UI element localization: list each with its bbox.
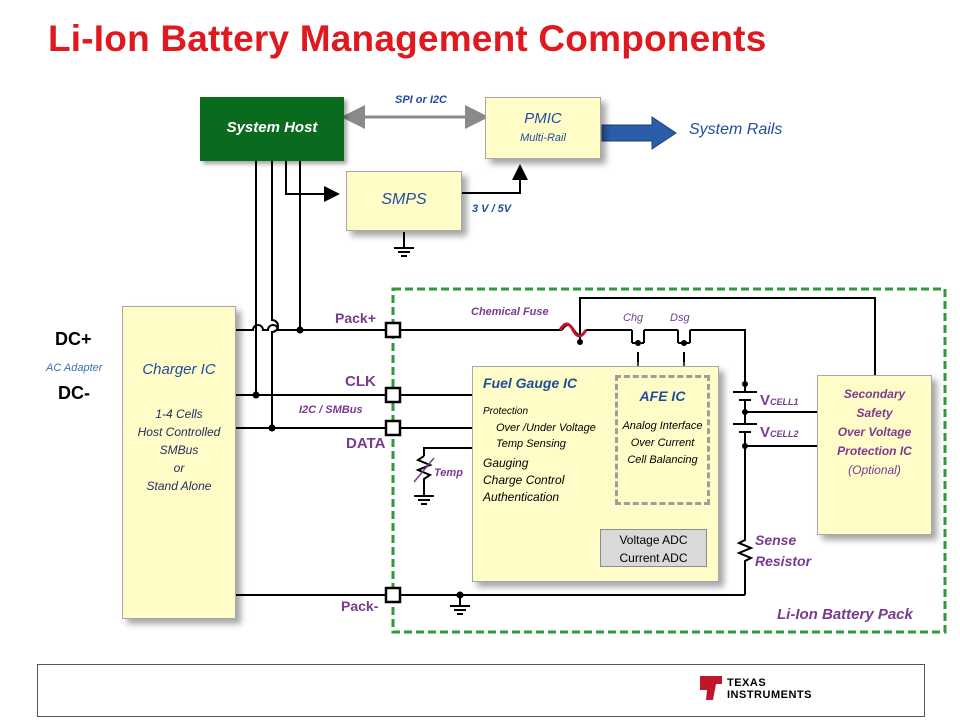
adc-current: Current ADC	[619, 551, 688, 565]
adc-voltage: Voltage ADC	[619, 533, 688, 547]
sense-resistor-label: Sense Resistor	[755, 530, 811, 572]
fg-temp-sensing: Temp Sensing	[496, 438, 566, 450]
i2c-smbus-label: I2C / SMBus	[299, 404, 363, 416]
spi-i2c-label: SPI or I2C	[395, 94, 447, 106]
secondary-line-1: Secondary	[843, 387, 906, 401]
data-label: DATA	[346, 435, 386, 452]
fg-charge-control: Charge Control	[483, 473, 565, 487]
smps-block: SMPS	[346, 171, 462, 231]
afe-title: AFE IC	[639, 388, 686, 404]
dc-minus-label: DC-	[58, 383, 90, 403]
charger-line-cells: 1-4 Cells	[155, 407, 203, 421]
fg-over-under: Over /Under Voltage	[496, 422, 596, 434]
pmic-subtitle: Multi-Rail	[520, 132, 566, 144]
system-rails-label: System Rails	[689, 121, 783, 138]
temp-label: Temp	[434, 467, 463, 479]
data-connector	[384, 419, 402, 437]
pack-plus-connector	[384, 321, 402, 339]
secondary-line-3: Over Voltage	[837, 425, 912, 439]
voltage-label: 3 V / 5V	[472, 203, 512, 215]
fg-protection: Protection	[483, 406, 529, 417]
adc-block: Voltage ADC Current ADC	[600, 529, 707, 567]
pack-plus-label: Pack+	[335, 310, 376, 326]
system-rails-arrow	[601, 116, 677, 150]
ti-logo-mark	[700, 676, 722, 700]
clk-label: CLK	[345, 373, 376, 390]
vcell2-sub: CELL2	[770, 429, 799, 439]
battery-pack-boundary	[391, 287, 947, 634]
charger-line-host: Host Controlled	[137, 425, 221, 439]
dsg-label: Dsg	[670, 312, 690, 324]
clk-connector	[384, 386, 402, 404]
system-host-label: System Host	[226, 119, 318, 136]
charger-line-standalone: Stand Alone	[146, 479, 212, 493]
afe-line-overcurrent: Over Current	[630, 437, 695, 449]
vcell1-label: VCELL1	[760, 392, 799, 409]
battery-pack-label: Li-Ion Battery Pack	[777, 606, 913, 623]
secondary-line-2: Safety	[856, 406, 893, 420]
system-host-block: System Host	[200, 97, 344, 161]
smps-label: SMPS	[381, 191, 427, 208]
vcell1-main: V	[760, 392, 771, 409]
chg-label: Chg	[623, 312, 644, 324]
secondary-optional: (Optional)	[848, 463, 901, 477]
afe-ic-block: AFE IC Analog Interface Over Current Cel…	[615, 375, 710, 505]
secondary-safety-block: Secondary Safety Over Voltage Protection…	[817, 375, 932, 535]
charger-line-smbus: SMBus	[159, 443, 199, 457]
pmic-block: PMIC Multi-Rail	[485, 97, 601, 159]
ac-adapter-label: AC Adapter	[46, 362, 103, 374]
ti-logo-text: TEXAS INSTRUMENTS	[727, 677, 812, 701]
secondary-line-4: Protection IC	[837, 444, 912, 458]
sense-line1: Sense	[755, 532, 797, 548]
chemical-fuse-symbol	[558, 322, 588, 338]
chemical-fuse-label: Chemical Fuse	[471, 306, 549, 318]
afe-line-analog: Analog Interface	[622, 420, 703, 432]
charger-line-or: or	[173, 461, 185, 475]
vcell2-label: VCELL2	[760, 424, 799, 441]
vcell2-main: V	[760, 424, 771, 441]
fg-gauging: Gauging	[483, 456, 529, 470]
vcell1-sub: CELL1	[770, 397, 799, 407]
charger-ic-block: Charger IC 1-4 Cells Host Controlled SMB…	[122, 306, 236, 619]
sense-line2: Resistor	[755, 553, 812, 569]
page-title: Li-Ion Battery Management Components	[48, 18, 767, 59]
footer-bar	[37, 664, 925, 717]
pack-minus-label: Pack-	[341, 598, 379, 614]
pmic-title: PMIC	[524, 110, 562, 127]
fg-authentication: Authentication	[483, 490, 560, 504]
ti-logo-line1: TEXAS	[727, 677, 767, 689]
dc-plus-label: DC+	[55, 329, 92, 349]
ti-logo-line2: INSTRUMENTS	[727, 689, 812, 701]
charger-title: Charger IC	[142, 361, 216, 378]
afe-line-balancing: Cell Balancing	[627, 454, 698, 466]
fuel-gauge-title: Fuel Gauge IC	[483, 375, 578, 391]
pack-minus-connector	[384, 586, 402, 604]
